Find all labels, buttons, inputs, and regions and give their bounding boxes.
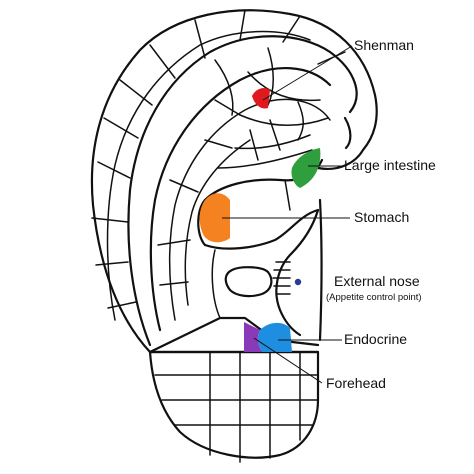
endocrine-label: Endocrine bbox=[344, 331, 407, 347]
helix-inner-rim bbox=[127, 35, 358, 347]
shenman-point bbox=[252, 88, 270, 109]
external-nose-point bbox=[294, 278, 302, 286]
scapha-grid bbox=[91, 9, 346, 321]
earlobe bbox=[148, 316, 320, 463]
large-intestine-point bbox=[291, 148, 321, 188]
endocrine-point bbox=[257, 322, 292, 352]
large-intestine-label: Large intestine bbox=[344, 157, 436, 173]
external-nose-label: External nose bbox=[334, 273, 420, 289]
shenman-label: Shenman bbox=[354, 37, 414, 53]
leader-lines bbox=[222, 45, 353, 384]
forehead-label: Forehead bbox=[326, 375, 386, 391]
helix-tail bbox=[343, 116, 352, 150]
external-nose-sublabel: (Appetite control point) bbox=[326, 292, 422, 303]
antihelix-region bbox=[149, 47, 332, 332]
ear-outer-outline bbox=[90, 9, 378, 354]
stomach-point bbox=[199, 193, 230, 243]
stomach-label: Stomach bbox=[354, 209, 409, 225]
shenman-leader bbox=[262, 45, 353, 101]
forehead-leader bbox=[253, 337, 323, 384]
forehead-point bbox=[244, 322, 262, 352]
